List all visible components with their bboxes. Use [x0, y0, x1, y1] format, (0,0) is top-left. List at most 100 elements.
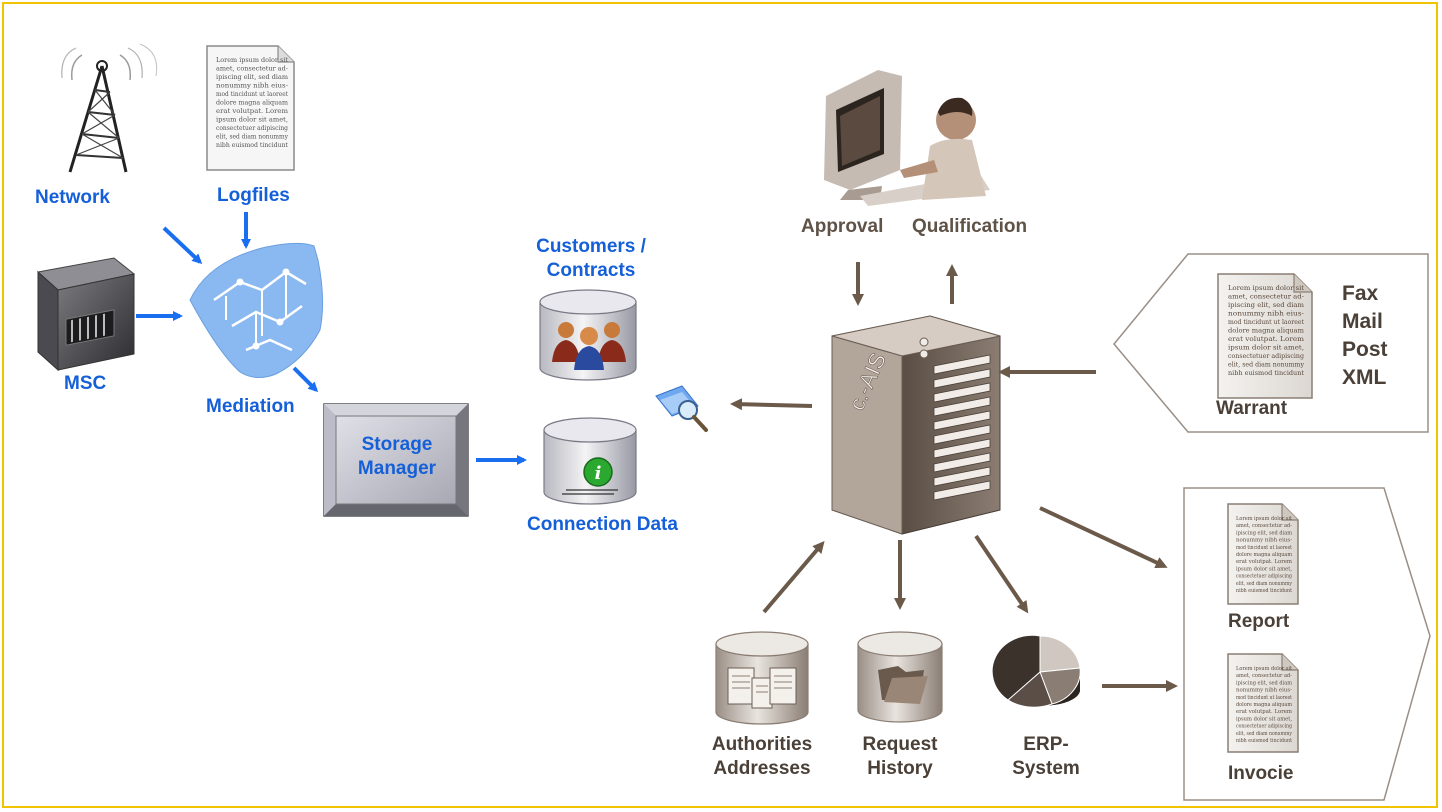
server-drive-bay — [933, 424, 991, 445]
document-text-line: elit, sed diam nonummy — [1228, 361, 1304, 369]
document-text-line: ipsum dolor sit amet, — [1228, 344, 1304, 352]
server-drive-bay — [933, 466, 991, 487]
document-text-line: erat volutpat. Lorem — [1236, 559, 1293, 565]
document-text-line: mod tincidunt ut laoreet — [1236, 545, 1293, 551]
request-history-database-icon — [857, 631, 943, 723]
request-label-line-2: History — [867, 758, 933, 779]
server-drive-bay — [933, 382, 991, 403]
document-text-line: elit, sed diam nonummy — [1236, 581, 1293, 587]
server-drive-bay — [933, 368, 991, 389]
server-drive-bay — [933, 480, 991, 501]
server-drive-bay — [933, 354, 991, 375]
document-text-line: erat volutpat. Lorem — [1228, 335, 1304, 343]
storage-manager-box — [323, 403, 469, 517]
arrow-network-to-mediation — [162, 226, 203, 265]
network-tower-icon — [61, 43, 158, 173]
mediation-label: Mediation — [206, 396, 295, 417]
document-text-line: Lorem ipsum dolor sit — [1236, 516, 1293, 522]
erp-label-line-2: System — [1012, 758, 1080, 779]
server-drive-bay — [933, 452, 991, 473]
output-bracket — [1183, 487, 1431, 801]
document-text-line: elit, sed diam nonummy — [1236, 731, 1293, 737]
server-drive-bay — [933, 410, 991, 431]
document-text-line: amet, consectetur ad- — [1236, 673, 1292, 679]
invoice-label: Invocie — [1228, 763, 1294, 784]
qualification-label: Qualification — [912, 216, 1028, 237]
request-label-line-1: Request — [862, 734, 938, 755]
document-text-line: ipsum dolor sit amet, — [1236, 716, 1292, 722]
document-text-line: consectetuer adipiscing — [1236, 574, 1292, 580]
storage-manager-label: Storage Manager — [328, 407, 466, 481]
authorities-label-line-2: Addresses — [713, 758, 811, 779]
customers-database-icon — [539, 289, 637, 381]
arrow-server-to-report — [1039, 506, 1168, 569]
document-text-line: erat volutpat. Lorem — [1236, 709, 1293, 715]
document-text-line: mod tincidunt ut laoreet — [216, 90, 288, 98]
document-text-line: amet, consectetur ad- — [216, 65, 288, 73]
document-text-line: Lorem ipsum dolor sit — [1228, 284, 1304, 292]
customers-label-line-2: Contracts — [546, 260, 636, 281]
document-text-line: dolore magna aliquam — [1228, 327, 1304, 335]
search-folder-icon — [655, 385, 708, 432]
document-text-line: erat volutpat. Lorem — [216, 107, 288, 115]
document-text-line: consectetuer adipiscing — [1228, 352, 1304, 360]
document-text-line: Lorem ipsum dolor sit — [1236, 666, 1293, 672]
document-text-line: amet, consectetur ad- — [1228, 293, 1304, 301]
customers-contracts-label: Customers / Contracts — [526, 235, 656, 283]
authorities-database-icon — [715, 631, 809, 725]
logfiles-label: Logfiles — [217, 185, 290, 206]
channel-fax: Fax — [1342, 282, 1379, 305]
document-text-line: ipsum dolor sit amet, — [1236, 566, 1292, 572]
svg-text:i: i — [595, 463, 602, 484]
blue-arrows — [136, 212, 527, 465]
document-text-line: dolore magna aliquam — [1236, 702, 1293, 708]
erp-pie-chart-icon — [991, 634, 1081, 708]
erp-system-label: ERP- System — [996, 733, 1096, 781]
erp-label-line-1: ERP- — [1023, 734, 1069, 755]
document-text-line: consectetuer adipiscing — [1236, 724, 1292, 730]
document-text-line: elit, sed diam nonummy — [216, 133, 288, 141]
people-icon — [552, 322, 626, 370]
document-text-line: consectetuer adipiscing — [216, 124, 288, 132]
connection-data-label: Connection Data — [527, 514, 678, 535]
warrant-label: Warrant — [1216, 398, 1288, 419]
authorities-label-line-1: Authorities — [711, 734, 813, 755]
document-text-line: amet, consectetur ad- — [1236, 523, 1292, 529]
customers-label-line-1: Customers / — [536, 236, 646, 257]
document-text-line: nonummy nibh eius- — [1236, 538, 1292, 544]
arrow-server-to-erp — [974, 534, 1029, 614]
storage-manager-line-1: Storage — [361, 434, 433, 455]
document-text-line: nibh euismod tincidunt — [216, 141, 288, 149]
document-text-line: mod tincidunt ut laoreet — [1228, 318, 1304, 326]
report-label: Report — [1228, 611, 1290, 632]
document-text-line: nonummy nibh eius- — [216, 82, 288, 90]
channel-list: Fax Mail Post XML — [1342, 280, 1388, 392]
document-text-line: ipsum dolor sit amet, — [216, 116, 288, 124]
channel-mail: Mail — [1342, 310, 1383, 333]
document-text-line: mod tincidunt ut laoreet — [1236, 695, 1293, 701]
server-drive-bay — [933, 438, 991, 459]
document-text-line: nibh euismod tincidunt — [1236, 738, 1293, 744]
arrow-mediation-to-storage — [292, 366, 319, 393]
mediation-icon — [189, 242, 324, 378]
msc-switch-icon — [36, 257, 136, 372]
approval-label: Approval — [801, 216, 884, 237]
document-text-line: ipiscing elit, sed diam — [1228, 301, 1304, 309]
document-text-line: nonummy nibh eius- — [1228, 310, 1304, 318]
document-text-line: nibh euismod tincidunt — [1228, 369, 1304, 377]
document-text-line: Lorem ipsum dolor sit — [216, 56, 288, 64]
document-text-line: nibh euismod tincidunt — [1236, 588, 1293, 594]
channel-post: Post — [1342, 338, 1388, 361]
document-text-line: ipiscing elit, sed diam — [1236, 530, 1293, 536]
msc-label: MSC — [64, 373, 107, 394]
arrow-server-to-search — [730, 398, 813, 411]
request-history-label: Request History — [850, 733, 950, 781]
document-text-line: dolore magna aliquam — [1236, 552, 1293, 558]
document-text-line: ipiscing elit, sed diam — [216, 73, 288, 81]
